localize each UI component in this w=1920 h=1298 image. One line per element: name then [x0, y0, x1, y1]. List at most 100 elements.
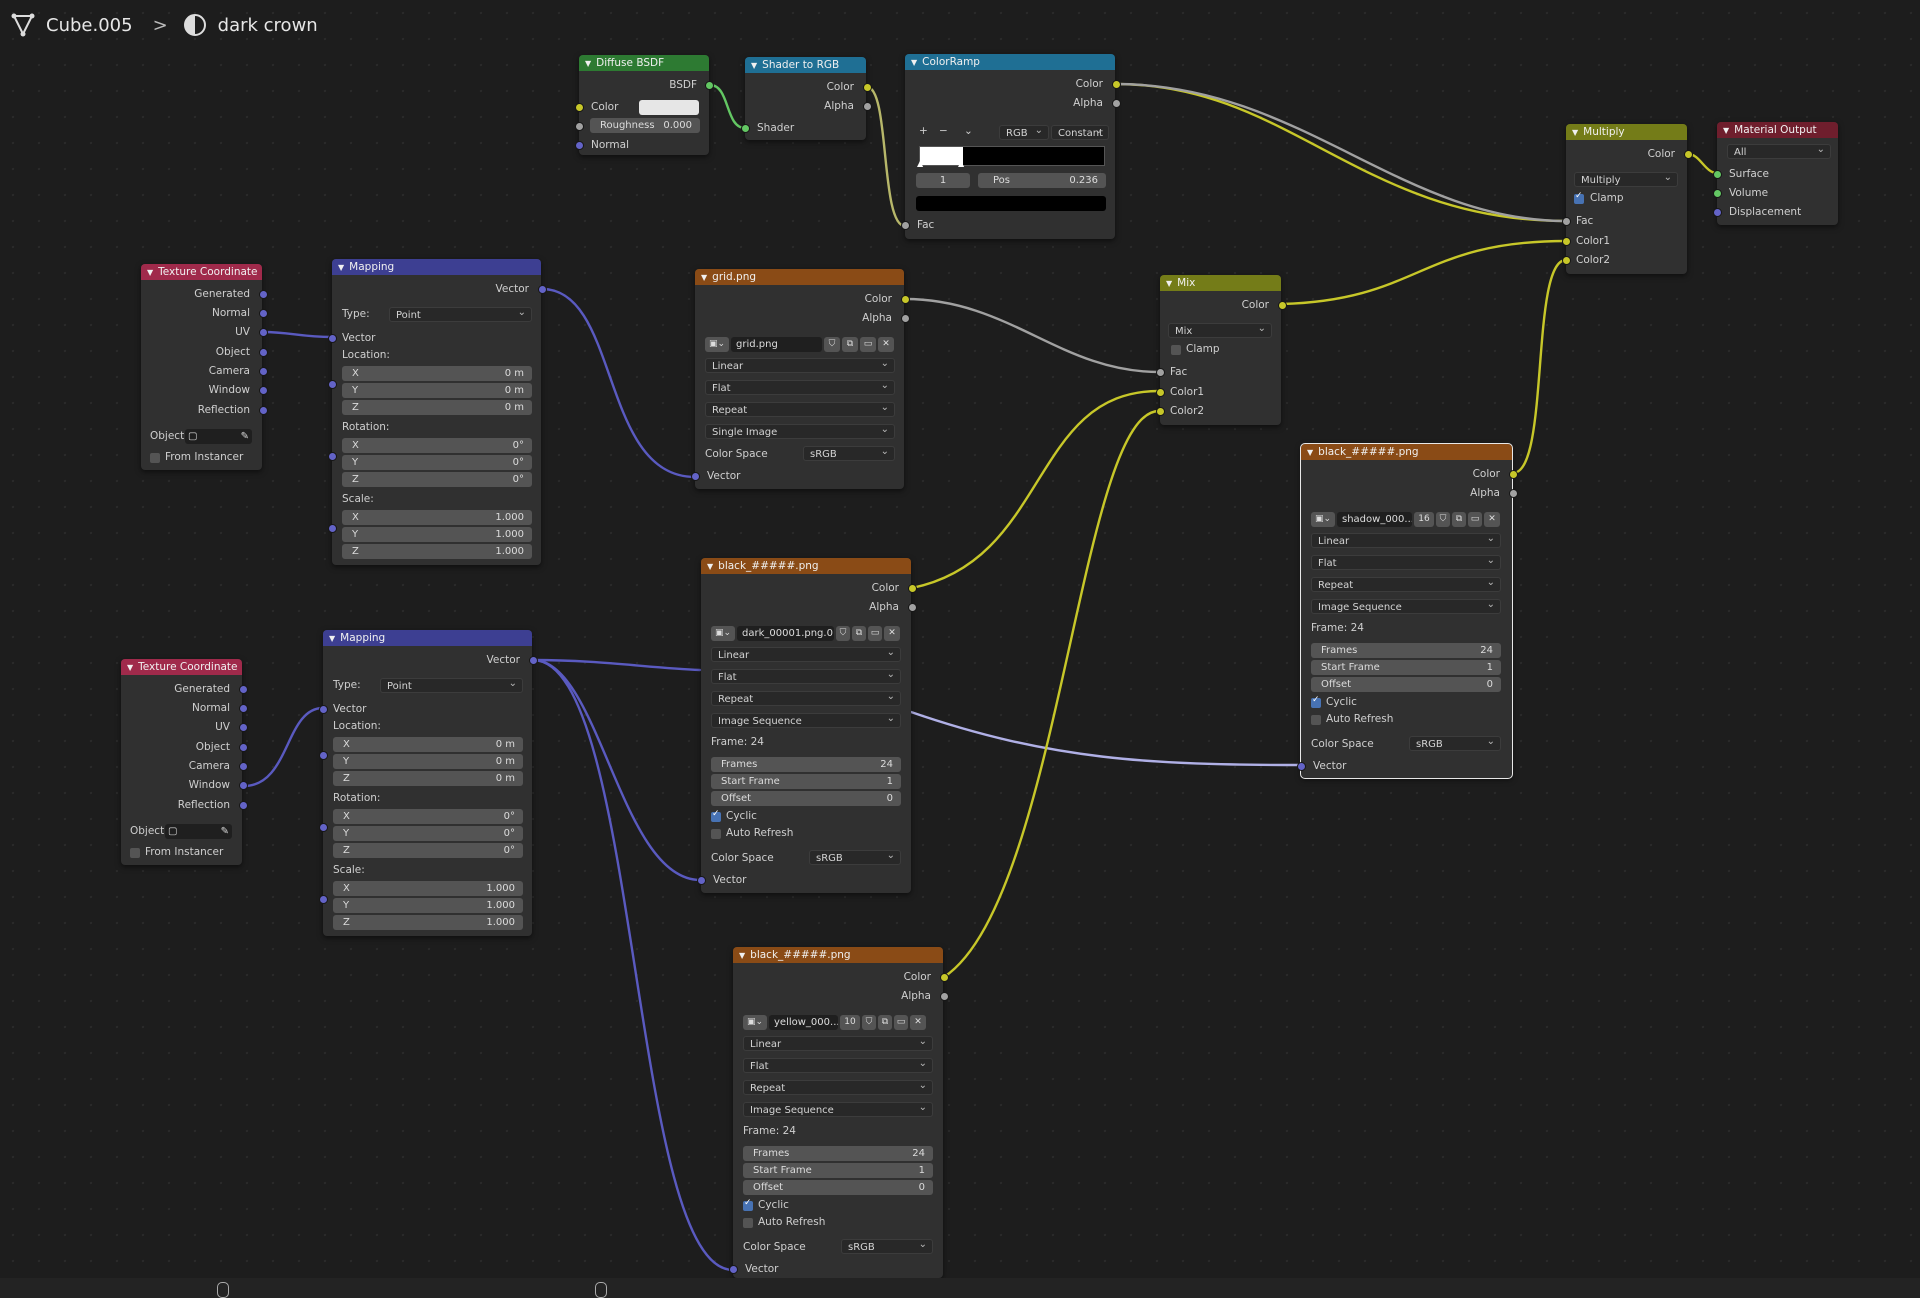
socket-vector-in[interactable] — [729, 1265, 738, 1274]
image-texture-grid-node[interactable]: ▼grid.png Color Alpha ▣⌄ grid.png ⛉ ⧉ ▭ … — [691, 269, 910, 489]
socket-color2-in[interactable] — [1562, 256, 1571, 265]
duplicate-icon[interactable]: ⧉ — [852, 625, 866, 641]
projection-select[interactable]: Flat — [1311, 553, 1501, 570]
socket-alpha-out[interactable] — [1112, 99, 1121, 108]
image-browse-icon[interactable]: ▣⌄ — [705, 336, 729, 352]
color-ramp-gradient[interactable] — [919, 146, 1105, 166]
color-space-select[interactable]: sRGB — [841, 1237, 933, 1254]
socket-vector-in[interactable] — [319, 705, 328, 714]
fake-user-icon[interactable]: ⛉ — [1436, 511, 1450, 527]
clamp-checkbox[interactable] — [1574, 191, 1584, 204]
type-select[interactable]: Point — [389, 305, 532, 322]
type-select[interactable]: Point — [380, 676, 523, 693]
color-mode-select[interactable]: RGB — [999, 123, 1049, 140]
socket-uv-out[interactable] — [239, 723, 248, 732]
colorramp-node[interactable]: ▼ColorRamp Color Alpha + − ⌄ RGB Constan… — [901, 54, 1121, 239]
socket-fac-in[interactable] — [1562, 217, 1571, 226]
source-select[interactable]: Image Sequence — [711, 711, 901, 728]
socket-window-out[interactable] — [239, 781, 248, 790]
image-name[interactable]: dark_00001.png.0... — [737, 625, 834, 641]
socket-surface-in[interactable] — [1713, 170, 1722, 179]
user-count[interactable]: 16 — [1414, 511, 1434, 527]
shader-to-rgb-node[interactable]: ▼Shader to RGB Color Alpha Shader — [741, 57, 872, 140]
collapse-icon[interactable]: ▼ — [585, 58, 592, 68]
socket-roughness-in[interactable] — [575, 122, 584, 131]
close-icon[interactable]: ✕ — [884, 625, 900, 641]
socket-alpha-out[interactable] — [901, 314, 910, 323]
socket-alpha-out[interactable] — [908, 603, 917, 612]
color-space-select[interactable]: sRGB — [1409, 734, 1501, 751]
source-select[interactable]: Image Sequence — [1311, 597, 1501, 614]
socket-vector-out[interactable] — [529, 656, 538, 665]
node-header[interactable]: ▼black_#####.png — [701, 558, 911, 574]
image-texture-yellow-node[interactable]: ▼black_#####.png Color Alpha ▣⌄ yellow_0… — [729, 947, 949, 1278]
cyclic-checkbox[interactable] — [743, 1198, 753, 1211]
socket-normal-out[interactable] — [239, 704, 248, 713]
socket-location-in[interactable] — [319, 751, 328, 760]
socket-fac-in[interactable] — [901, 221, 910, 230]
blend-mode-select[interactable]: Mix — [1168, 321, 1272, 338]
interpolation-select[interactable]: Constant — [1051, 123, 1109, 140]
extension-select[interactable]: Repeat — [705, 400, 895, 417]
node-header[interactable]: ▼black_#####.png — [733, 947, 943, 963]
socket-color-out[interactable] — [863, 83, 872, 92]
image-name[interactable]: shadow_000... — [1337, 511, 1412, 527]
socket-object-out[interactable] — [239, 743, 248, 752]
texture-coordinate-node[interactable]: ▼Texture Coordinate Generated Normal UV … — [121, 659, 248, 865]
node-header[interactable]: ▼Texture Coordinate — [141, 264, 262, 280]
socket-camera-out[interactable] — [239, 762, 248, 771]
interpolation-select[interactable]: Linear — [711, 645, 901, 662]
node-header[interactable]: ▼Texture Coordinate — [121, 659, 242, 675]
object-name[interactable]: Cube.005 — [46, 14, 133, 36]
node-header[interactable]: ▼Mapping — [332, 259, 541, 275]
node-header[interactable]: ▼Material Output — [1717, 122, 1838, 138]
socket-color2-in[interactable] — [1156, 407, 1165, 416]
image-browse-icon[interactable]: ▣⌄ — [711, 625, 735, 641]
ramp-stop-handle[interactable]: ▲ — [917, 159, 924, 168]
socket-rotation-in[interactable] — [319, 823, 328, 832]
collapse-icon[interactable]: ▼ — [1307, 447, 1314, 457]
stop-index-field[interactable]: 1 — [916, 173, 970, 188]
interpolation-select[interactable]: Linear — [705, 356, 895, 373]
collapse-icon[interactable]: ▼ — [338, 262, 345, 272]
blend-mode-select[interactable]: Multiply — [1574, 170, 1678, 187]
duplicate-icon[interactable]: ⧉ — [878, 1014, 892, 1030]
image-browse-icon[interactable]: ▣⌄ — [743, 1014, 767, 1030]
socket-bsdf-out[interactable] — [705, 81, 714, 90]
socket-vector-in[interactable] — [1297, 762, 1306, 771]
socket-generated-out[interactable] — [259, 290, 268, 299]
interpolation-select[interactable]: Linear — [743, 1034, 933, 1051]
mapping-node[interactable]: ▼Mapping Vector Type: Point Vector Locat… — [328, 259, 547, 565]
color-swatch[interactable] — [639, 100, 699, 115]
socket-normal-out[interactable] — [259, 309, 268, 318]
socket-color-out[interactable] — [908, 584, 917, 593]
image-texture-dark-node[interactable]: ▼black_#####.png Color Alpha ▣⌄ dark_000… — [697, 558, 917, 893]
collapse-icon[interactable]: ▼ — [1572, 127, 1579, 137]
interpolation-select[interactable]: Linear — [1311, 531, 1501, 548]
material-output-node[interactable]: ▼Material Output All Surface Volume Disp… — [1713, 122, 1838, 225]
socket-rotation-in[interactable] — [328, 452, 337, 461]
socket-color-out[interactable] — [901, 295, 910, 304]
fake-user-icon[interactable]: ⛉ — [862, 1014, 876, 1030]
open-folder-icon[interactable]: ▭ — [1468, 511, 1482, 527]
open-folder-icon[interactable]: ▭ — [894, 1014, 908, 1030]
from-instancer-checkbox[interactable] — [150, 453, 160, 463]
projection-select[interactable]: Flat — [711, 667, 901, 684]
